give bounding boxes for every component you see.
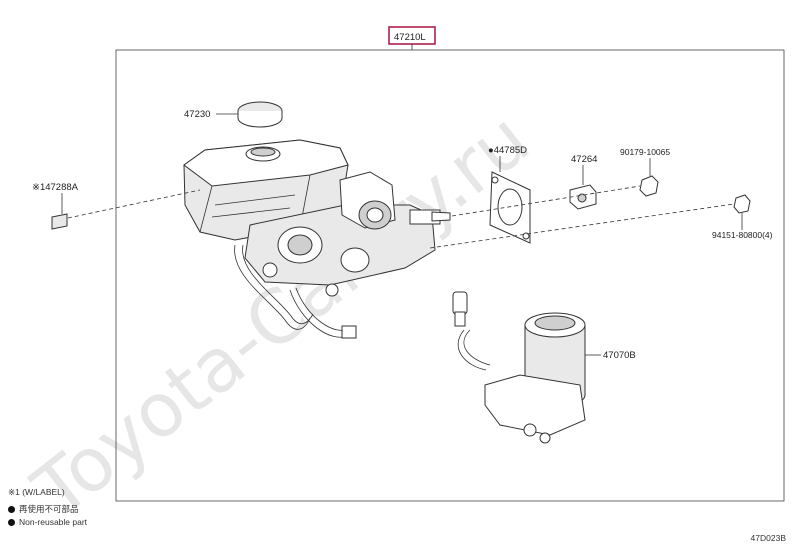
label-pump-motor[interactable]: 47070B [603,350,636,361]
master-cylinder-body[interactable] [244,171,451,297]
assembly-frame [115,49,785,502]
legend-jp-text: 再使用不可部品 [19,504,79,514]
gasket[interactable] [489,171,531,244]
dash-stud-to-nut-2 [429,203,735,249]
legend-jp: 再使用不可部品 [8,503,79,515]
label-bracket[interactable]: 47264 [571,154,597,165]
label-gasket[interactable]: ●44785D [488,145,527,156]
legend-nonreusable: Non-reusable part [8,517,87,527]
brake-lines [234,244,357,339]
legend-nonreusable-text: Non-reusable part [19,517,88,527]
label-reservoir-cap[interactable]: 47230 [184,109,210,120]
nonreusable-dot-icon [8,506,15,514]
label-note[interactable]: ※147288A [32,182,79,193]
assembly-part-number[interactable]: 47210L [394,32,426,43]
label-nut-1[interactable]: 90179-10065 [620,147,670,157]
diagram-code: 47D023B [750,533,786,543]
dash-stud-to-nut-1 [451,185,641,217]
nut-90179[interactable] [639,175,659,197]
legend-note-text: ※1 (W/LABEL) [8,487,65,497]
note-label-plate[interactable] [51,213,68,230]
legend-note: ※1 (W/LABEL) [8,487,65,498]
label-nut-2[interactable]: 94151-80800(4) [712,230,773,240]
nut-94151[interactable] [733,194,751,214]
reservoir-cap[interactable] [237,101,283,128]
dash-note-to-reservoir [67,189,201,219]
bracket[interactable] [569,184,597,210]
pump-motor-assembly[interactable] [452,291,586,444]
nonreusable-dot-icon [8,519,15,527]
